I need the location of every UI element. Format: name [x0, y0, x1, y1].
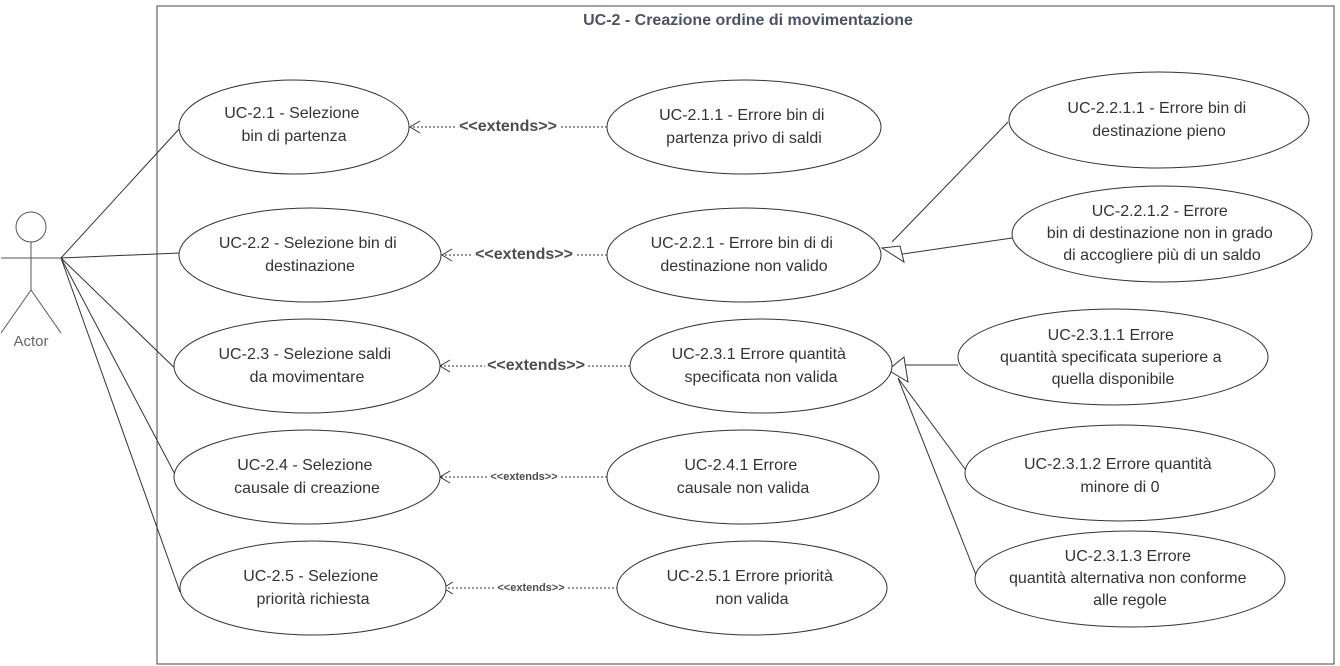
use-case-label-uc-2-2-1: UC-2.2.1 - Errore bin di di destinazione…: [651, 235, 838, 275]
use-case-label-uc-2-5-1: UC-2.5.1 Errore priorità non valida: [667, 568, 838, 608]
association-uc-2-3: [60, 257, 186, 379]
use-case-uc-2-3: [173, 318, 441, 414]
generalization-2-3-1-2: [897, 377, 969, 474]
extends-labels: <<extends>> <<extends>> <<extends>> <<ex…: [457, 116, 588, 597]
system-boundary-title: UC-2 - Creazione ordine di movimentazion…: [583, 12, 913, 29]
use-case-label-uc-2-4: UC-2.4 - Selezione causale di creazione: [234, 457, 380, 497]
use-case-uc-2-3-1-1: [957, 308, 1269, 406]
use-case-uc-2-4-1: [606, 429, 880, 525]
association-uc-2-1: [60, 127, 181, 259]
extends-arrow-2-1: [409, 120, 421, 134]
generalization-2-2-1-2: [895, 237, 1013, 256]
extends-label: <<extends>>: [497, 582, 564, 594]
use-case-uc-2-4: [173, 429, 441, 525]
use-case-uc-2-2: [178, 207, 442, 303]
generalization-2-3-1-3: [897, 377, 979, 581]
system-boundary: [156, 5, 1335, 665]
generalizations: [880, 121, 1013, 581]
use-case-label-uc-2-4-1: UC-2.4.1 Errore causale non valida: [677, 457, 810, 497]
actor: [0, 211, 62, 334]
actor-associations: [60, 127, 186, 593]
use-case-uc-2-5: [179, 540, 447, 636]
extends-arrow-2-2: [441, 248, 453, 262]
use-case-label-uc-2-5: UC-2.5 - Selezione priorità richiesta: [243, 568, 383, 608]
use-case-uc-2-1: [178, 79, 410, 175]
use-case-label-uc-2-1: UC-2.1 - Selezione bin di partenza: [224, 105, 364, 145]
generalization-2-2-1-1: [891, 121, 1009, 243]
use-case-labels: UC-2.1 - Selezione bin di partenza UC-2.…: [219, 100, 1277, 609]
use-case-uc-2-1-1: [606, 79, 882, 175]
use-case-ellipses: [173, 71, 1313, 636]
extends-label: <<extends>>: [459, 118, 557, 135]
actor-right-leg: [30, 289, 62, 334]
use-case-label-uc-2-3-1: UC-2.3.1 Errore quantità specificata non…: [672, 346, 851, 386]
use-case-label-uc-2-2-1-1: UC-2.2.1.1 - Errore bin di destinazione …: [1067, 100, 1250, 140]
extends-label: <<extends>>: [490, 471, 557, 483]
use-case-label-uc-2-1-1: UC-2.1.1 - Errore bin di partenza privo …: [659, 107, 829, 147]
use-case-label-uc-2-3-1-3: UC-2.3.1.3 Errore quantità alternativa n…: [1009, 548, 1251, 609]
actor-label: Actor: [13, 333, 48, 350]
actor-head: [15, 211, 47, 243]
association-uc-2-2: [60, 252, 181, 259]
use-case-uc-2-2-1-2: [1011, 185, 1313, 283]
use-case-uc-2-2-1-1: [1008, 71, 1310, 169]
use-case-label-uc-2-3-1-2: UC-2.3.1.2 Errore quantità minore di 0: [1024, 456, 1216, 496]
use-case-label-uc-2-3-1-1: UC-2.3.1.1 Errore quantità specificata s…: [1000, 327, 1226, 388]
use-case-label-uc-2-3: UC-2.3 - Selezione saldi da movimentare: [219, 346, 396, 386]
use-case-uc-2-3-1-2: [964, 424, 1276, 522]
use-case-uc-2-3-1-3: [974, 530, 1286, 628]
use-case-uc-2-2-1: [606, 207, 882, 303]
use-case-label-uc-2-2: UC-2.2 - Selezione bin di destinazione: [219, 235, 401, 275]
generalization-triangle-2-3-1: [887, 356, 909, 383]
extends-label: <<extends>>: [475, 246, 573, 263]
extends-dependencies: [409, 120, 630, 595]
generalization-triangle-2-2-1: [880, 245, 905, 264]
use-case-uc-2-5-1: [616, 540, 888, 636]
association-uc-2-4: [60, 257, 179, 481]
use-case-uc-2-3-1: [629, 318, 893, 414]
extends-label: <<extends>>: [487, 357, 585, 374]
association-uc-2-5: [60, 257, 181, 593]
use-case-label-uc-2-2-1-2: UC-2.2.1.2 - Errore bin di destinazione …: [1047, 203, 1277, 264]
actor-left-leg: [0, 289, 32, 334]
